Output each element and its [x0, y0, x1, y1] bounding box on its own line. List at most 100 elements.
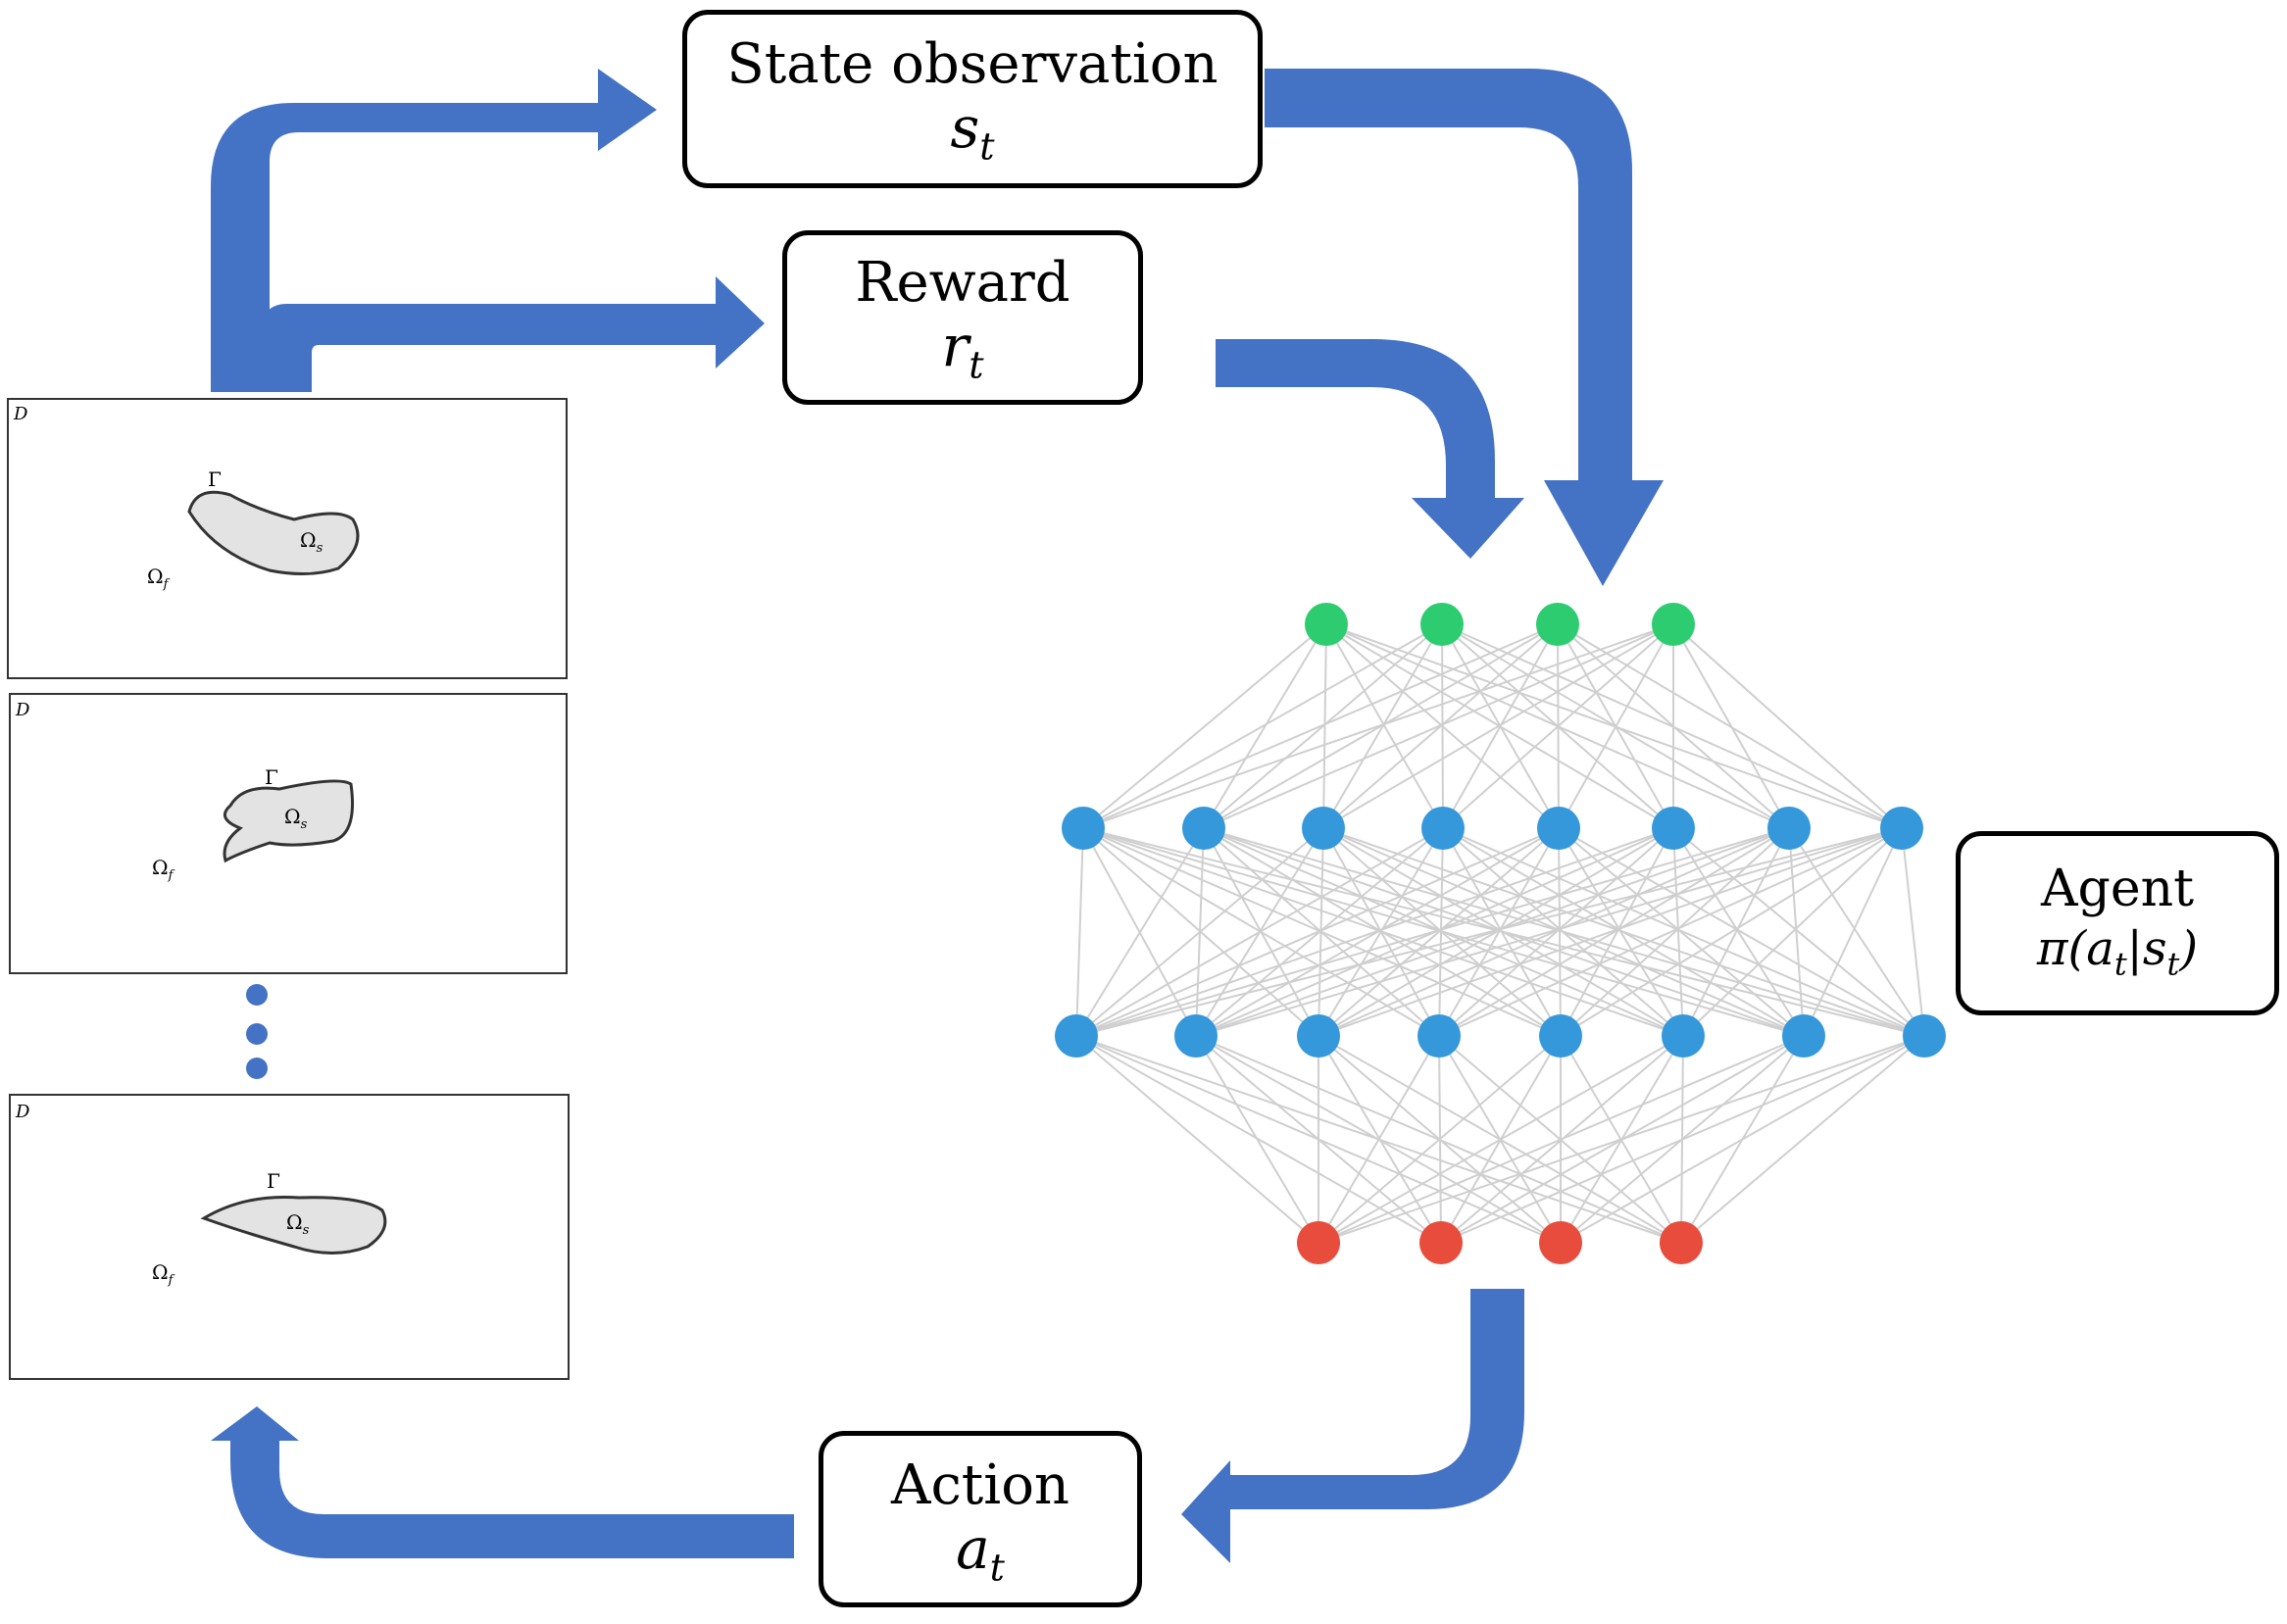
state-symbol: st — [950, 94, 995, 169]
reward-box: Reward rt — [782, 230, 1143, 405]
network-edge — [1082, 623, 1674, 829]
network-edge — [1318, 1035, 1562, 1244]
boundary-label: Γ — [265, 765, 278, 789]
hidden-neuron — [1055, 1014, 1098, 1058]
arrow-state-to-agent — [1265, 69, 1664, 586]
reward-symbol: rt — [941, 313, 984, 387]
network-edge — [1075, 827, 1560, 1037]
network-edge — [1682, 827, 1903, 1037]
network-edge — [1203, 623, 1674, 829]
hidden-neuron — [1421, 807, 1465, 850]
network-edge — [1558, 827, 1925, 1037]
solid-body-shape — [200, 1196, 387, 1255]
network-edge — [1438, 827, 1790, 1037]
hidden-neuron — [1662, 1014, 1705, 1058]
solid-label: Ωs — [286, 1210, 310, 1238]
network-edges — [1075, 623, 1925, 1244]
network-edge — [1672, 623, 1903, 829]
network-edge — [1075, 1035, 1319, 1244]
domain-panel-1: D Γ Ωs Ωf — [7, 398, 568, 679]
network-edge — [1558, 827, 1562, 1037]
network-edge — [1322, 623, 1327, 829]
solid-body-shape — [187, 490, 360, 576]
network-edge — [1672, 623, 1790, 829]
arrow-agent-to-action — [1181, 1289, 1524, 1563]
network-edge — [1680, 1035, 1925, 1244]
network-edge — [1318, 827, 1903, 1037]
network-edge — [1442, 623, 1674, 829]
output-neuron — [1660, 1221, 1703, 1264]
network-edge — [1560, 827, 1903, 1037]
network-edge — [1442, 827, 1684, 1037]
network-edge — [1558, 623, 1674, 829]
hidden-neuron — [1297, 1014, 1340, 1058]
network-edge — [1442, 827, 1562, 1037]
agent-label: Agent — [2041, 860, 2194, 918]
network-edge — [1075, 827, 1444, 1037]
action-symbol: at — [956, 1515, 1005, 1590]
network-edge — [1788, 827, 1925, 1037]
network-edge — [1075, 827, 1903, 1037]
domain-corner-label: D — [15, 700, 30, 720]
network-edge — [1318, 1035, 1440, 1244]
network-edge — [1560, 1035, 1925, 1244]
network-edge — [1803, 827, 1903, 1037]
hidden-neuron — [1767, 807, 1811, 850]
network-edge — [1318, 1035, 1805, 1244]
network-edge — [1075, 1035, 1442, 1244]
network-edge — [1075, 827, 1790, 1037]
network-edge — [1082, 623, 1327, 829]
network-edge — [1558, 827, 1684, 1037]
input-neuron — [1420, 603, 1464, 646]
action-box: Action at — [819, 1431, 1142, 1607]
hidden-neuron — [1652, 807, 1695, 850]
network-nodes — [1055, 603, 1946, 1264]
output-neuron — [1297, 1221, 1340, 1264]
arrow-to-reward — [263, 276, 765, 392]
network-edge — [1322, 623, 1674, 829]
domain-corner-label: D — [13, 404, 28, 424]
network-edge — [1558, 827, 1805, 1037]
network-edge — [1440, 1035, 1925, 1244]
hidden-neuron — [1302, 807, 1345, 850]
input-neuron — [1536, 603, 1579, 646]
network-edge — [1318, 827, 1560, 1037]
network-edge — [1438, 827, 1674, 1037]
network-edge — [1560, 827, 1674, 1037]
network-edge — [1325, 623, 1444, 829]
action-label: Action — [891, 1453, 1069, 1517]
network-edge — [1082, 623, 1443, 829]
network-edge — [1788, 827, 1805, 1037]
reward-label: Reward — [855, 251, 1070, 315]
domain-panel-2: D Γ Ωs Ωf — [9, 693, 568, 974]
agent-policy: π(at|st) — [2036, 921, 2199, 983]
hidden-neuron — [1062, 807, 1105, 850]
network-edge — [1441, 623, 1444, 829]
network-edge — [1082, 623, 1559, 829]
hidden-neuron — [1174, 1014, 1218, 1058]
hidden-neuron — [1182, 807, 1225, 850]
network-edge — [1318, 1035, 1684, 1244]
network-edge — [1195, 1035, 1319, 1244]
network-edge — [1318, 827, 1790, 1037]
state-observation-label: State observation — [726, 32, 1218, 96]
network-edge — [1318, 827, 1674, 1037]
boundary-label: Γ — [208, 468, 222, 491]
domain-corner-label: D — [15, 1102, 30, 1122]
network-edge — [1557, 623, 1903, 829]
network-edge — [1075, 827, 1205, 1037]
hidden-neuron — [1539, 1014, 1582, 1058]
hidden-neuron — [1903, 1014, 1946, 1058]
network-edge — [1442, 827, 1805, 1037]
fluid-label: Ωf — [152, 856, 175, 883]
solid-label: Ωs — [300, 528, 323, 556]
network-edge — [1672, 827, 1925, 1037]
continuation-dots — [246, 984, 268, 1079]
network-edge — [1075, 827, 1674, 1037]
output-neuron — [1539, 1221, 1582, 1264]
hidden-neuron — [1417, 1014, 1461, 1058]
hidden-neuron — [1782, 1014, 1825, 1058]
network-edge — [1438, 827, 1560, 1037]
domain-panel-3: D Γ Ωs Ωf — [9, 1094, 570, 1380]
network-edge — [1442, 623, 1559, 829]
